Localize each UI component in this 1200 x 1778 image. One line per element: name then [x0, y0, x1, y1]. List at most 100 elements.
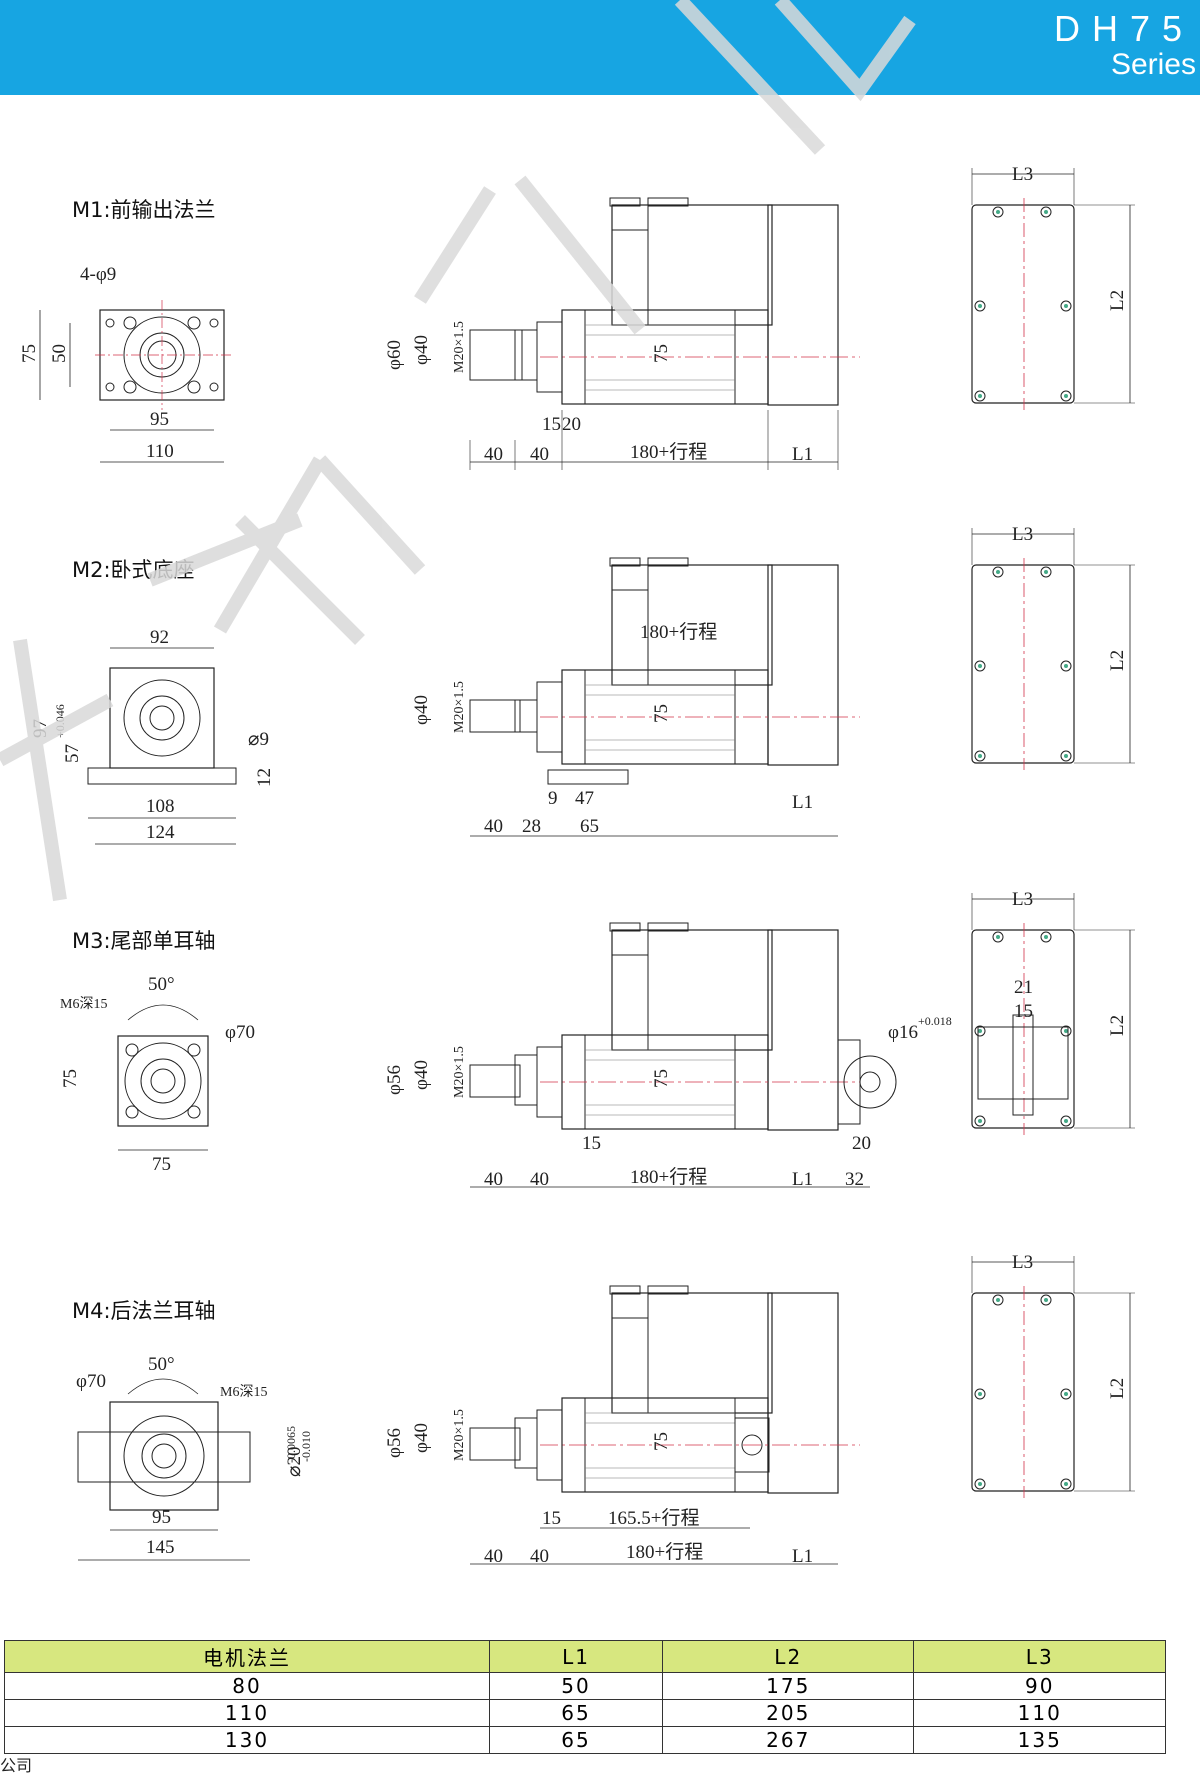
m3-dim-75-side: 75: [651, 1069, 672, 1088]
m1-dim-20: 20: [562, 414, 581, 435]
m4-front-view: 50° φ70 M6深15 95 145 ⌀20 -0.0065 -0.010: [76, 1354, 313, 1561]
m4-tol20b: -0.010: [299, 1431, 313, 1462]
m3-dim-stroke: 180+行程: [630, 1166, 707, 1188]
m3-dim-15-plate: 15: [1014, 1001, 1033, 1022]
m3-dim-32: 32: [845, 1169, 864, 1190]
m4-m6: M6深15: [220, 1384, 267, 1400]
m4-dim-15: 15: [542, 1508, 561, 1529]
m1-front-view: 4-φ9 75 50 95 110: [19, 264, 232, 463]
m2-dim-stroke: 180+行程: [640, 621, 717, 643]
section-title-m1: M1:前输出法兰: [72, 198, 216, 222]
spec-table: 电机法兰 L1 L2 L3 80 50 175 90 110 65 205 11…: [3, 1640, 1166, 1754]
m4-dim-l3: L3: [1012, 1252, 1033, 1273]
table-header-l1: L1: [489, 1640, 663, 1673]
table-cell: 50: [489, 1672, 663, 1700]
m4-plate-view: L3 L2: [971, 1252, 1136, 1499]
m2-dim-75-side: 75: [651, 704, 672, 723]
m3-dim-21: 21: [1014, 977, 1033, 998]
m3-dim-l3: L3: [1012, 889, 1033, 910]
m2-dim-12: 12: [254, 768, 275, 787]
table-row: 110 65 205 110: [3, 1699, 1166, 1727]
m1-dim-stroke: 180+行程: [630, 441, 707, 463]
m1-dim-l3: L3: [1012, 164, 1033, 185]
m4-dim-40b: 40: [530, 1546, 549, 1567]
m2-dim-108: 108: [146, 796, 175, 817]
m4-dim-stroke180: 180+行程: [626, 1541, 703, 1563]
m4-dim-40a: 40: [484, 1546, 503, 1567]
m4-tol20a: -0.0065: [284, 1426, 298, 1463]
m3-phi70: φ70: [225, 1022, 255, 1043]
table-cell: 110: [913, 1699, 1166, 1727]
m1-dim-40b: 40: [530, 444, 549, 465]
m4-dim-l1: L1: [792, 1546, 813, 1567]
m1-plate-view: L3 L2: [971, 164, 1136, 411]
table-row: 80 50 175 90: [3, 1672, 1166, 1700]
m1-dim-95: 95: [150, 409, 169, 430]
m1-dim-75-side: 75: [651, 344, 672, 363]
table-header-l3: L3: [913, 1640, 1166, 1673]
m3-side-view: 40 40 180+行程 L1 32 20 15 φ16 +0.018 75 φ…: [384, 922, 952, 1190]
m2-plate-view: L3 L2: [971, 524, 1136, 771]
m2-phi40: φ40: [411, 695, 432, 725]
m3-angle: 50°: [148, 974, 175, 995]
table-cell: 175: [661, 1672, 915, 1700]
table-cell: 65: [489, 1699, 663, 1727]
m1-thread: M20×1.5: [452, 321, 467, 373]
m1-dim-15: 15: [542, 414, 561, 435]
m2-dim-40: 40: [484, 816, 503, 837]
table-cell: 65: [489, 1726, 663, 1754]
m1-dim-75: 75: [19, 344, 40, 363]
m2-dim-47: 47: [575, 788, 594, 809]
m4-phi70: φ70: [76, 1371, 106, 1392]
m4-angle: 50°: [148, 1354, 175, 1375]
m4-dim-l2: L2: [1107, 1378, 1128, 1399]
table-header-l2: L2: [661, 1640, 915, 1673]
m3-dim-15: 15: [582, 1133, 601, 1154]
m2-dim-92: 92: [150, 627, 169, 648]
m3-tol16: +0.018: [918, 1014, 952, 1028]
m2-phi9: ⌀9: [248, 729, 269, 750]
m1-dim-110: 110: [146, 441, 174, 462]
m2-front-view: 92 108 124 97 57 +0.046 ⌀9 12: [30, 627, 275, 845]
m1-phi40: φ40: [411, 335, 432, 365]
m3-thread: M20×1.5: [452, 1046, 467, 1098]
table-header-flange: 电机法兰: [3, 1640, 491, 1673]
table-cell: 110: [3, 1699, 491, 1727]
m4-dim-stroke165: 165.5+行程: [608, 1507, 699, 1529]
m4-phi20: ⌀20: [284, 1447, 305, 1477]
table-row: 130 65 267 135: [3, 1726, 1166, 1754]
header-band: DH75 Series: [0, 0, 1200, 95]
m4-side-view: 40 40 180+行程 165.5+行程 15 L1 75 φ56 φ40 M…: [384, 1285, 861, 1567]
footer-text: 公司: [0, 1756, 33, 1775]
table-cell: 130: [3, 1726, 491, 1754]
m2-dim-9: 9: [548, 788, 558, 809]
table-cell: 135: [913, 1726, 1166, 1754]
m3-dim-75: 75: [60, 1069, 81, 1088]
table-cell: 205: [661, 1699, 915, 1727]
m1-hole-label: 4-φ9: [80, 264, 116, 285]
m3-dim-40a: 40: [484, 1169, 503, 1190]
table-header-row: 电机法兰 L1 L2 L3: [3, 1640, 1166, 1673]
section-title-m3: M3:尾部单耳轴: [72, 929, 216, 953]
m4-phi40: φ40: [411, 1423, 432, 1453]
m2-dim-124: 124: [146, 822, 175, 843]
m4-phi56: φ56: [384, 1428, 405, 1458]
m1-dim-50: 50: [49, 344, 70, 363]
m3-dim-75-bottom: 75: [152, 1154, 171, 1175]
m3-m6: M6深15: [60, 996, 107, 1012]
m3-dim-20: 20: [852, 1133, 871, 1154]
m4-dim-75-side: 75: [651, 1432, 672, 1451]
table-cell: 90: [913, 1672, 1166, 1700]
m2-dim-65: 65: [580, 816, 599, 837]
m3-front-view: 50° M6深15 φ70 75 75: [60, 974, 255, 1175]
model-name: DH75: [1053, 8, 1194, 49]
m1-side-view: 40 40 180+行程 L1 15 20 75 φ60 φ40 M20×1.5: [384, 197, 861, 470]
m1-dim-l2: L2: [1107, 290, 1128, 311]
m3-dim-l1: L1: [792, 1169, 813, 1190]
m2-side-view: 40 28 65 9 47 L1 180+行程 75 φ40 M20×1.5: [411, 557, 861, 837]
m1-dim-40a: 40: [484, 444, 503, 465]
m2-dim-28: 28: [522, 816, 541, 837]
m3-dim-l2: L2: [1107, 1015, 1128, 1036]
m3-phi40: φ40: [411, 1060, 432, 1090]
